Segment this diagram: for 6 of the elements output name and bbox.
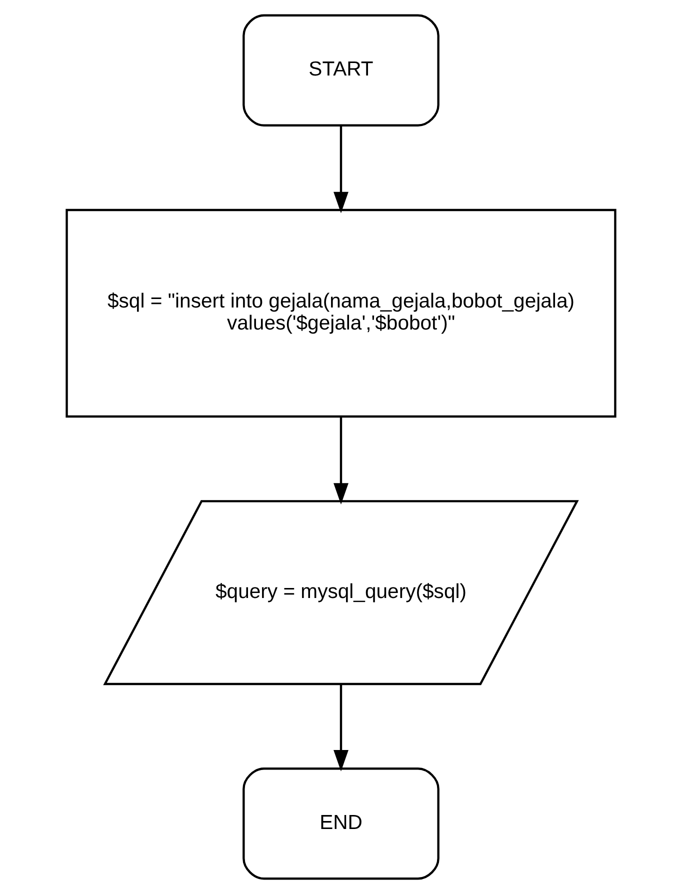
arrow bbox=[333, 126, 348, 214]
arrow bbox=[333, 684, 348, 772]
node-box: START bbox=[242, 14, 439, 126]
arrow bbox=[333, 416, 348, 504]
node-box: END bbox=[242, 768, 439, 880]
node-box: $sql = "insert into gejala(nama_gejala,bobot_gejala) values('$gejala','$bobot')" bbox=[65, 208, 616, 418]
